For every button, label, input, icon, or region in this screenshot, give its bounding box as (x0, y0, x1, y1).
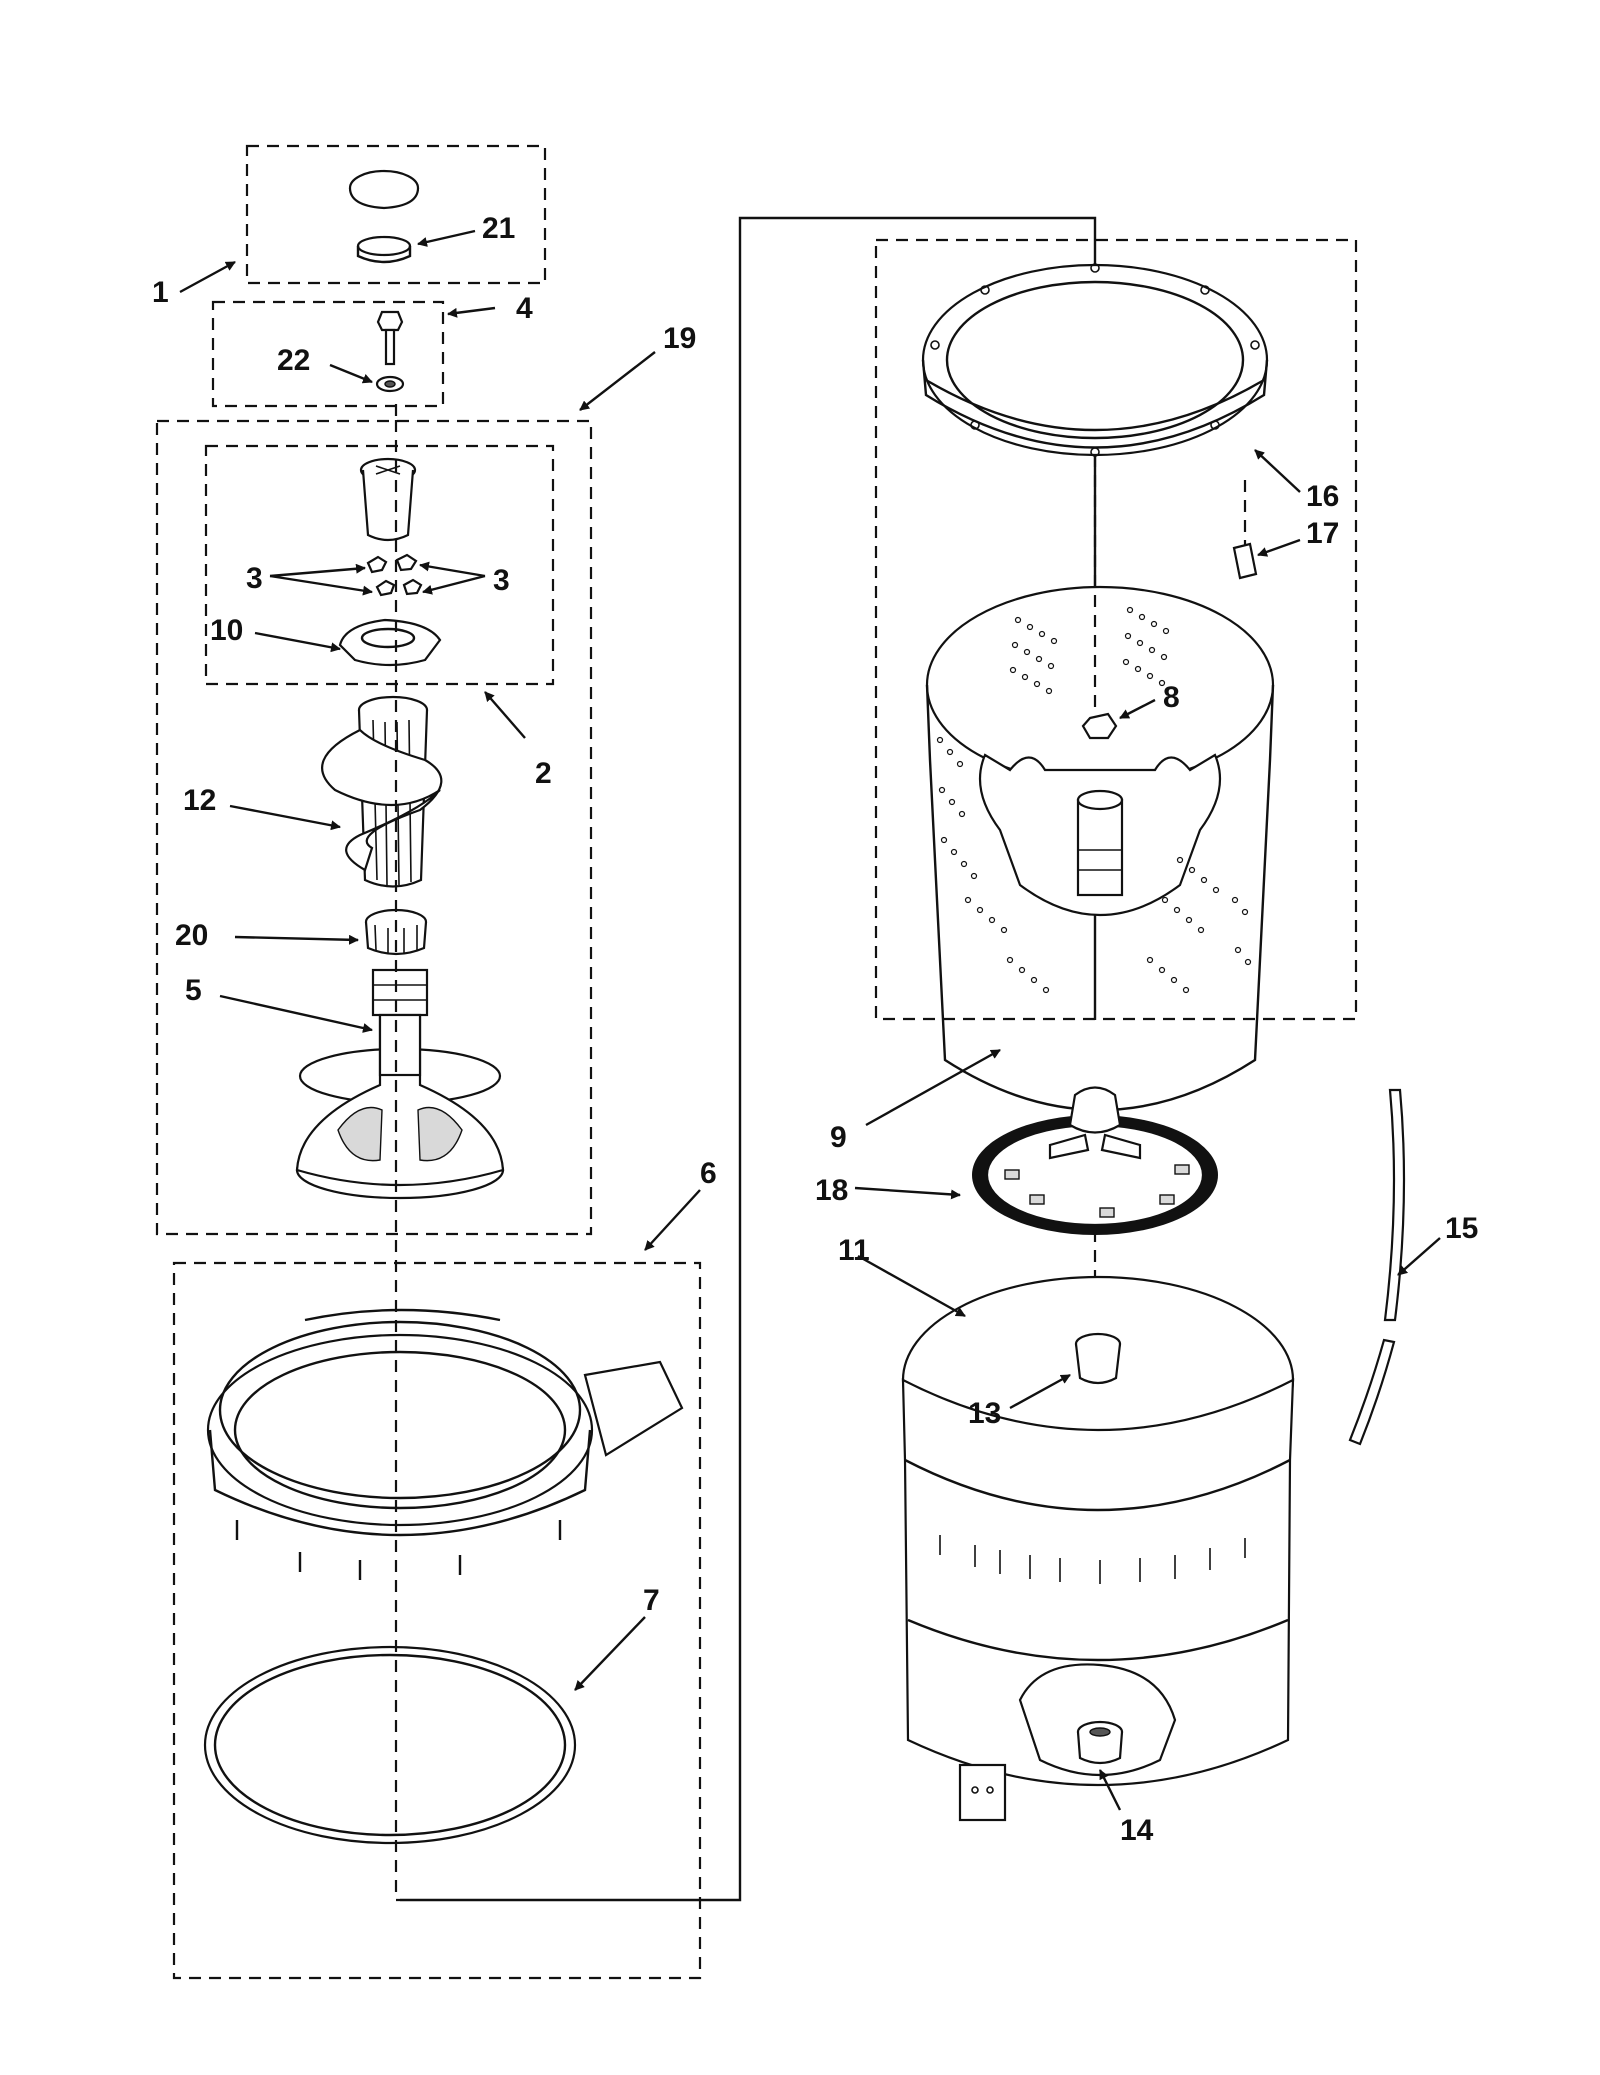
agitator-cam (359, 457, 417, 542)
callout-18: 18 (815, 1174, 848, 1207)
callout-3-left: 3 (246, 562, 263, 595)
callout-16: 16 (1306, 480, 1339, 513)
callout-14: 14 (1120, 1814, 1154, 1847)
group-box-1 (245, 144, 547, 285)
callout-17: 17 (1306, 517, 1339, 550)
callout-22: 22 (277, 344, 310, 377)
callout-10: 10 (210, 614, 243, 647)
group-box-4 (211, 300, 445, 408)
callout-21: 21 (482, 212, 515, 245)
callout-19: 19 (663, 322, 696, 355)
hose (1348, 1088, 1406, 1446)
lower-agitator (295, 968, 505, 1200)
tub-ring-seal (203, 1645, 577, 1845)
outer-tub (901, 1275, 1295, 1822)
group-box-19 (155, 419, 593, 1236)
balance-ring-clip (1232, 542, 1258, 580)
wash-basket (925, 585, 1275, 1112)
callout-20: 20 (175, 919, 208, 952)
callout-15: 15 (1445, 1212, 1478, 1245)
agitator-bolt (375, 310, 405, 393)
tub-ring (206, 1308, 684, 1580)
group-box-6 (172, 1261, 702, 1980)
leader-lines (179, 229, 1441, 1811)
cap-seal-ring (356, 235, 412, 264)
callout-5: 5 (185, 974, 202, 1007)
callout-13: 13 (968, 1397, 1001, 1430)
left-axis-line (394, 404, 400, 1902)
drive-hub (972, 1086, 1218, 1235)
callout-2: 2 (535, 757, 552, 790)
group-box-2 (204, 444, 555, 686)
callout-7: 7 (643, 1584, 660, 1617)
callout-6: 6 (700, 1157, 717, 1190)
agitator-cap (348, 169, 420, 210)
basket-drive-nut (1081, 712, 1118, 740)
balance-ring (921, 263, 1269, 457)
callout-8: 8 (1163, 681, 1180, 714)
callout-4: 4 (516, 292, 533, 325)
tub-bearing (1076, 1720, 1124, 1765)
group-box-9 (874, 238, 1358, 1021)
cam-ring (338, 618, 442, 667)
agitator-auger (321, 695, 443, 888)
callout-11: 11 (838, 1234, 870, 1267)
basket-holes (936, 606, 1252, 994)
agitator-dogs (366, 553, 423, 597)
callout-12: 12 (183, 784, 216, 817)
tub-seal (1074, 1332, 1122, 1385)
callout-1: 1 (152, 276, 169, 309)
callout-9: 9 (830, 1121, 847, 1154)
callout-3-right: 3 (493, 564, 510, 597)
